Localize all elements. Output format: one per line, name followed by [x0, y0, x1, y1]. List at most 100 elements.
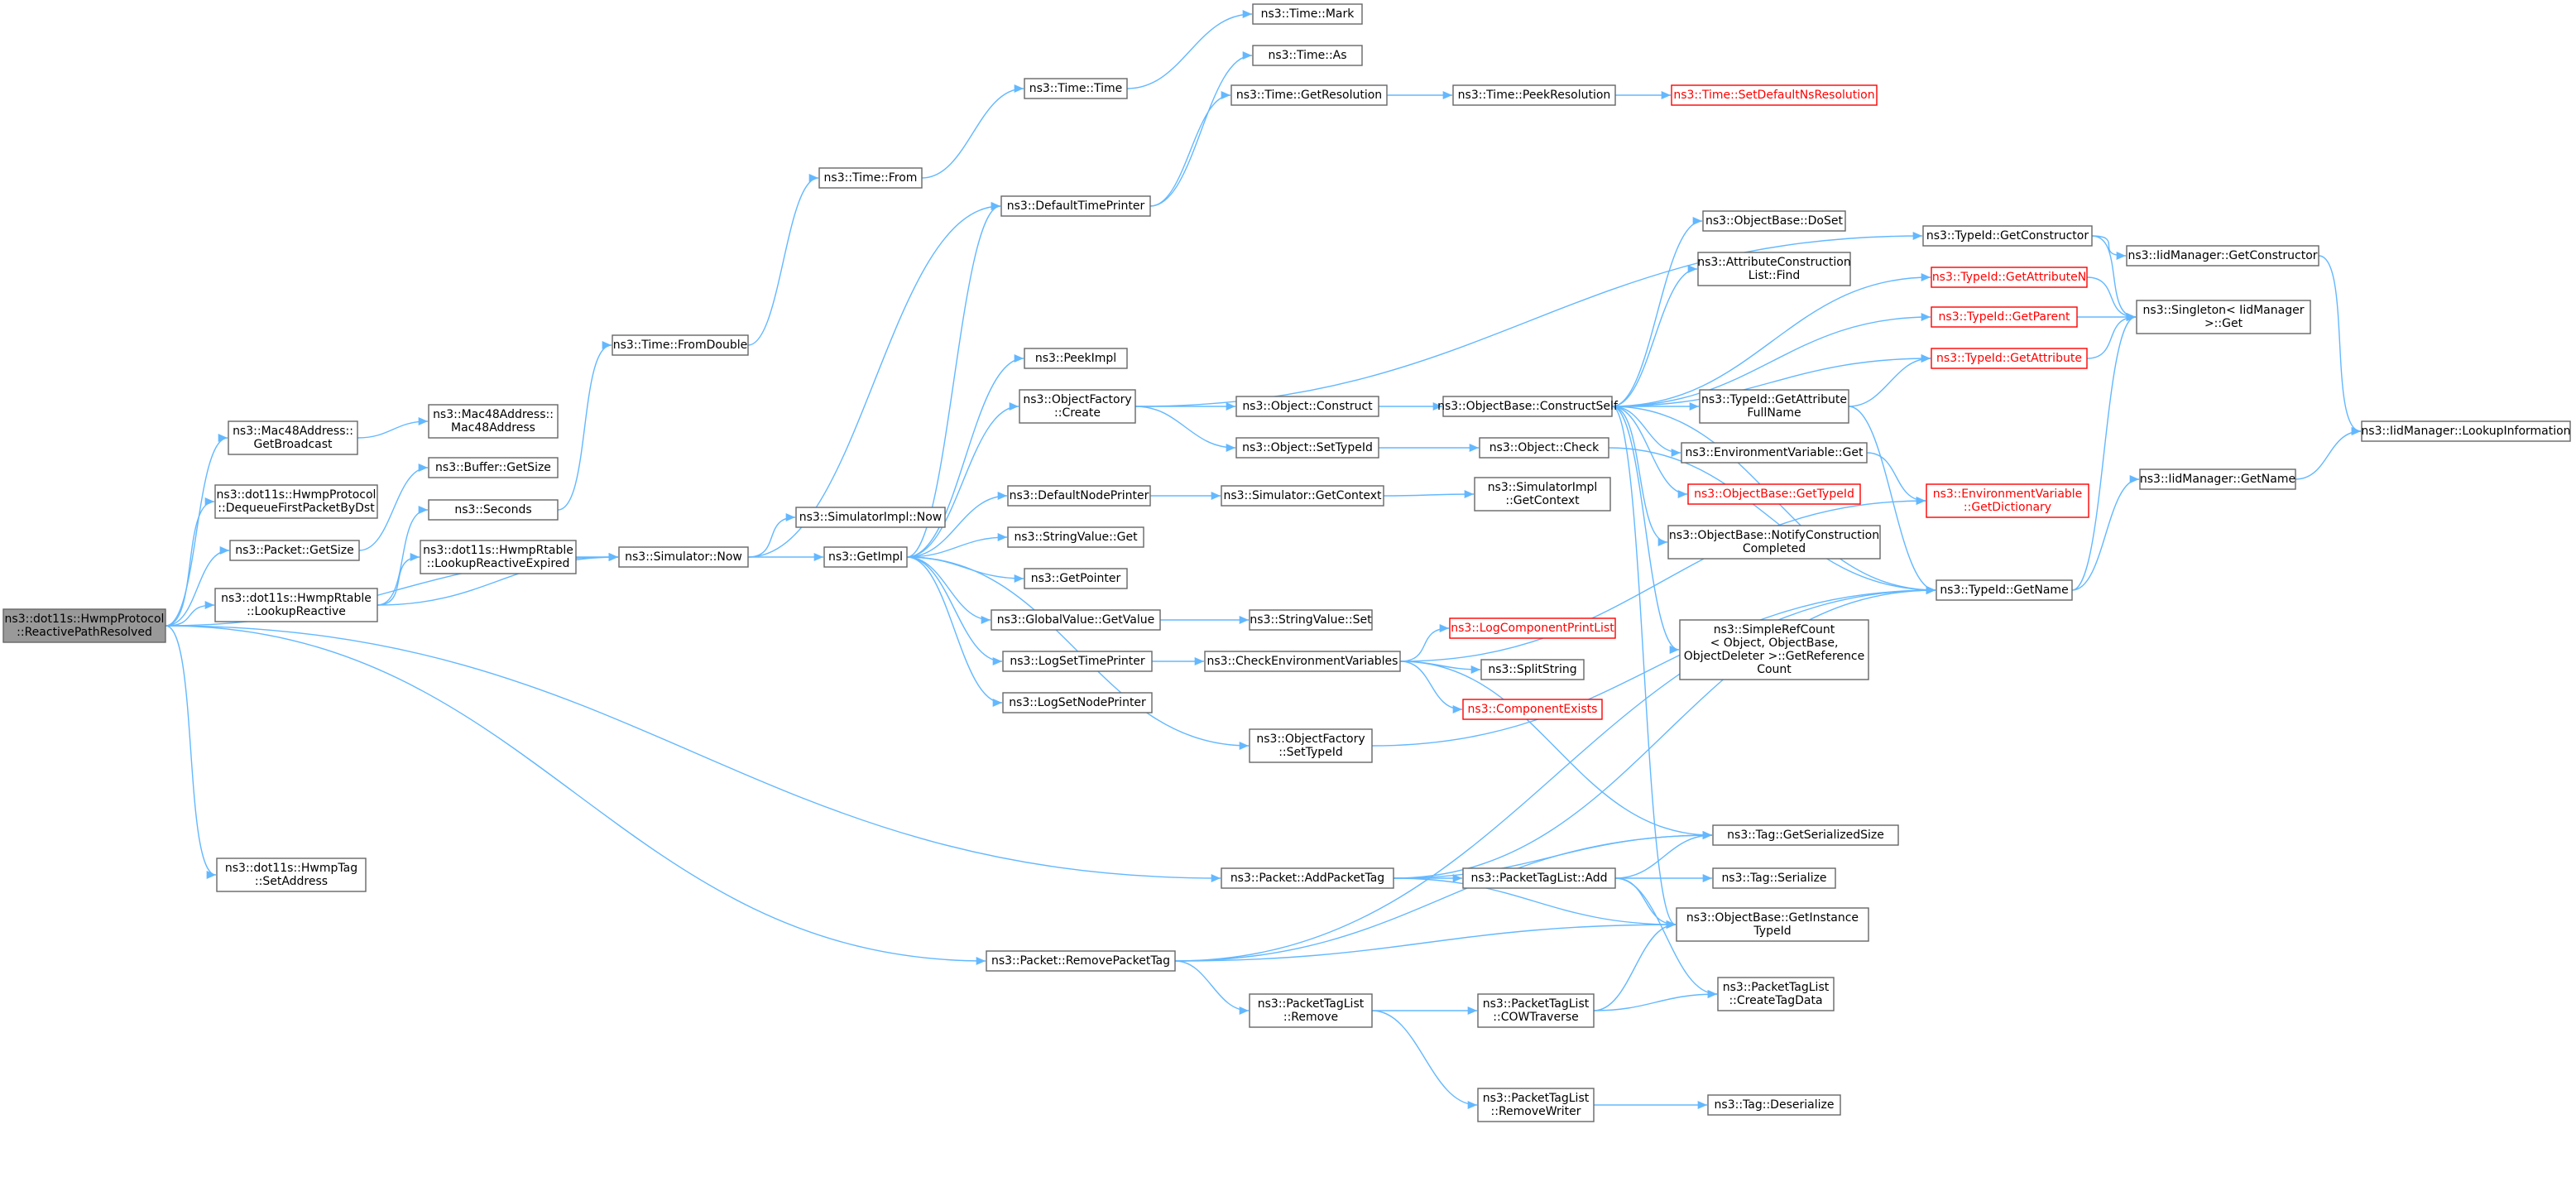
node-tagdeser[interactable]: ns3::Tag::Deserialize: [1707, 1094, 1841, 1116]
node-ptlcow[interactable]: ns3::PacketTagList::COWTraverse: [1477, 993, 1595, 1028]
node-envget[interactable]: ns3::EnvironmentVariable::Get: [1681, 442, 1868, 464]
node-splitstring[interactable]: ns3::SplitString: [1480, 659, 1585, 680]
node-removepkttag[interactable]: ns3::Packet::RemovePacketTag: [986, 950, 1176, 972]
node-box: [1667, 525, 1881, 560]
node-checkenv[interactable]: ns3::CheckEnvironmentVariables: [1204, 651, 1401, 672]
node-box: [1007, 526, 1144, 548]
node-singleton[interactable]: ns3::Singleton< IidManager>::Get: [2136, 300, 2311, 334]
edge-constructself-to-acfind: [1611, 265, 1698, 407]
node-getpointer[interactable]: ns3::GetPointer: [1024, 568, 1128, 589]
node-notifycc[interactable]: ns3::ObjectBase::NotifyConstructionCompl…: [1667, 525, 1881, 560]
node-doset[interactable]: ns3::ObjectBase::DoSet: [1702, 210, 1846, 232]
node-simplerc[interactable]: ns3::SimpleRefCount< Object, ObjectBase,…: [1679, 619, 1869, 680]
node-label: ns3::GetImpl: [828, 550, 903, 564]
node-getattrn[interactable]: ns3::TypeId::GetAttributeN: [1931, 267, 2088, 288]
node-ptladd[interactable]: ns3::PacketTagList::Add: [1462, 867, 1616, 889]
node-peekres[interactable]: ns3::Time::PeekResolution: [1452, 84, 1616, 106]
node-box: [1024, 568, 1128, 589]
node-root[interactable]: ns3::dot11s::HwmpProtocol::ReactivePathR…: [2, 608, 166, 643]
node-iidgetctor[interactable]: ns3::IidManager::GetConstructor: [2126, 245, 2319, 267]
node-fromdouble[interactable]: ns3::Time::FromDouble: [612, 334, 749, 356]
node-objsettypeid[interactable]: ns3::Object::SetTypeId: [1235, 437, 1379, 459]
node-buf_getsize[interactable]: ns3::Buffer::GetSize: [428, 457, 559, 478]
node-label: < Object, ObjectBase,: [1710, 637, 1839, 650]
node-hwmptag[interactable]: ns3::dot11s::HwmpTag::SetAddress: [216, 858, 367, 892]
node-defnp[interactable]: ns3::DefaultNodePrinter: [1007, 485, 1151, 507]
node-envdict[interactable]: ns3::EnvironmentVariable::GetDictionary: [1926, 483, 2089, 518]
node-label: ::RemoveWriter: [1491, 1105, 1581, 1118]
node-obgettypeid[interactable]: ns3::ObjectBase::GetTypeId: [1687, 483, 1861, 505]
node-box: [1926, 483, 2089, 518]
node-simnow[interactable]: ns3::Simulator::Now: [618, 546, 749, 568]
node-label: ns3::PacketTagList: [1723, 981, 1830, 994]
edge-pkt_getsize-to-buf_getsize: [358, 463, 429, 551]
node-pkt_getsize[interactable]: ns3::Packet::GetSize: [229, 540, 360, 561]
node-peekimpl[interactable]: ns3::PeekImpl: [1024, 348, 1128, 369]
node-svset[interactable]: ns3::StringValue::Set: [1249, 609, 1373, 631]
node-box: [1922, 225, 2093, 247]
node-box: [1474, 477, 1611, 512]
node-dequeue[interactable]: ns3::dot11s::HwmpProtocol::DequeueFirstP…: [214, 484, 378, 519]
node-label: ns3::CheckEnvironmentVariables: [1207, 655, 1398, 668]
node-constructself[interactable]: ns3::ObjectBase::ConstructSelf: [1437, 396, 1619, 417]
node-ptlremovewriter[interactable]: ns3::PacketTagList::RemoveWriter: [1477, 1088, 1595, 1122]
node-tagserialize[interactable]: ns3::Tag::Serialize: [1712, 867, 1836, 889]
node-simimplctx[interactable]: ns3::SimulatorImpl::GetContext: [1474, 477, 1611, 512]
node-addpkttag[interactable]: ns3::Packet::AddPacketTag: [1221, 867, 1394, 889]
node-logsetnp[interactable]: ns3::LogSetNodePrinter: [1002, 692, 1153, 713]
node-label: ns3::Tag::Serialize: [1721, 872, 1826, 885]
node-ofsettypeid[interactable]: ns3::ObjectFactory::SetTypeId: [1249, 728, 1373, 763]
node-lookupinfo[interactable]: ns3::IidManager::LookupInformation: [2361, 420, 2571, 442]
node-gvgetvalue[interactable]: ns3::GlobalValue::GetValue: [991, 609, 1161, 631]
node-ptlcreate[interactable]: ns3::PacketTagList::CreateTagData: [1717, 977, 1835, 1011]
node-objcheck[interactable]: ns3::Object::Check: [1479, 437, 1609, 459]
node-box: [823, 546, 908, 568]
node-label: ns3::Object::Check: [1489, 441, 1600, 454]
node-objconstruct[interactable]: ns3::Object::Construct: [1235, 396, 1379, 417]
node-tidgetname[interactable]: ns3::TypeId::GetName: [1936, 579, 2073, 601]
node-deftp[interactable]: ns3::DefaultTimePrinter: [1000, 195, 1151, 217]
node-getparent[interactable]: ns3::TypeId::GetParent: [1931, 306, 2078, 328]
edge-mac_bcast-to-mac_ctor: [357, 416, 429, 439]
node-mac_bcast[interactable]: ns3::Mac48Address::GetBroadcast: [228, 420, 358, 455]
node-box: [1252, 45, 1363, 66]
node-getimpl[interactable]: ns3::GetImpl: [823, 546, 908, 568]
edge-getconstructor-to-iidgetctor: [2091, 235, 2127, 261]
node-getattr[interactable]: ns3::TypeId::GetAttribute: [1931, 348, 2088, 369]
node-label: ::LookupReactive: [247, 605, 346, 618]
node-logcpl[interactable]: ns3::LogComponentPrintList: [1449, 617, 1616, 639]
node-simimplnow[interactable]: ns3::SimulatorImpl::Now: [795, 507, 946, 528]
node-ofcreate[interactable]: ns3::ObjectFactory::Create: [1019, 389, 1136, 424]
node-as[interactable]: ns3::Time::As: [1252, 45, 1363, 66]
node-svget[interactable]: ns3::StringValue::Get: [1007, 526, 1144, 548]
node-compexists[interactable]: ns3::ComponentExists: [1462, 699, 1603, 720]
node-simgetctx[interactable]: ns3::Simulator::GetContext: [1221, 485, 1384, 507]
node-label: ns3::Packet::GetSize: [235, 544, 353, 557]
node-mac_ctor[interactable]: ns3::Mac48Address::Mac48Address: [428, 404, 559, 439]
node-time[interactable]: ns3::Time::Time: [1024, 78, 1128, 99]
node-mark[interactable]: ns3::Time::Mark: [1252, 3, 1363, 25]
node-logsettp[interactable]: ns3::LogSetTimePrinter: [1002, 651, 1153, 672]
node-setdef[interactable]: ns3::Time::SetDefaultNsResolution: [1671, 84, 1878, 106]
node-getconstructor[interactable]: ns3::TypeId::GetConstructor: [1922, 225, 2093, 247]
node-lookupexpired[interactable]: ns3::dot11s::HwmpRtable::LookupReactiveE…: [420, 540, 577, 574]
edge-constructself-to-envget: [1611, 406, 1681, 458]
node-box: [1477, 1088, 1595, 1122]
node-box: [420, 540, 577, 574]
node-getres[interactable]: ns3::Time::GetResolution: [1230, 84, 1388, 106]
node-label: ::SetTypeId: [1278, 746, 1343, 759]
node-ptlremove[interactable]: ns3::PacketTagList::Remove: [1249, 993, 1373, 1028]
node-taggetss[interactable]: ns3::Tag::GetSerializedSize: [1712, 824, 1899, 846]
node-lookupreactive[interactable]: ns3::dot11s::HwmpRtable::LookupReactive: [214, 588, 378, 622]
edge-addpkttag-to-tidgetname: [1393, 585, 1936, 879]
node-seconds[interactable]: ns3::Seconds: [428, 499, 559, 521]
node-label: ns3::StringValue::Get: [1014, 531, 1138, 544]
node-from[interactable]: ns3::Time::From: [818, 167, 923, 189]
edge-constructself-to-notifycc: [1611, 406, 1668, 546]
edge-checkenv-to-splitstring: [1399, 661, 1481, 675]
node-label: ns3::ObjectBase::GetInstance: [1686, 911, 1859, 925]
node-iidgetname[interactable]: ns3::IidManager::GetName: [2139, 468, 2296, 490]
